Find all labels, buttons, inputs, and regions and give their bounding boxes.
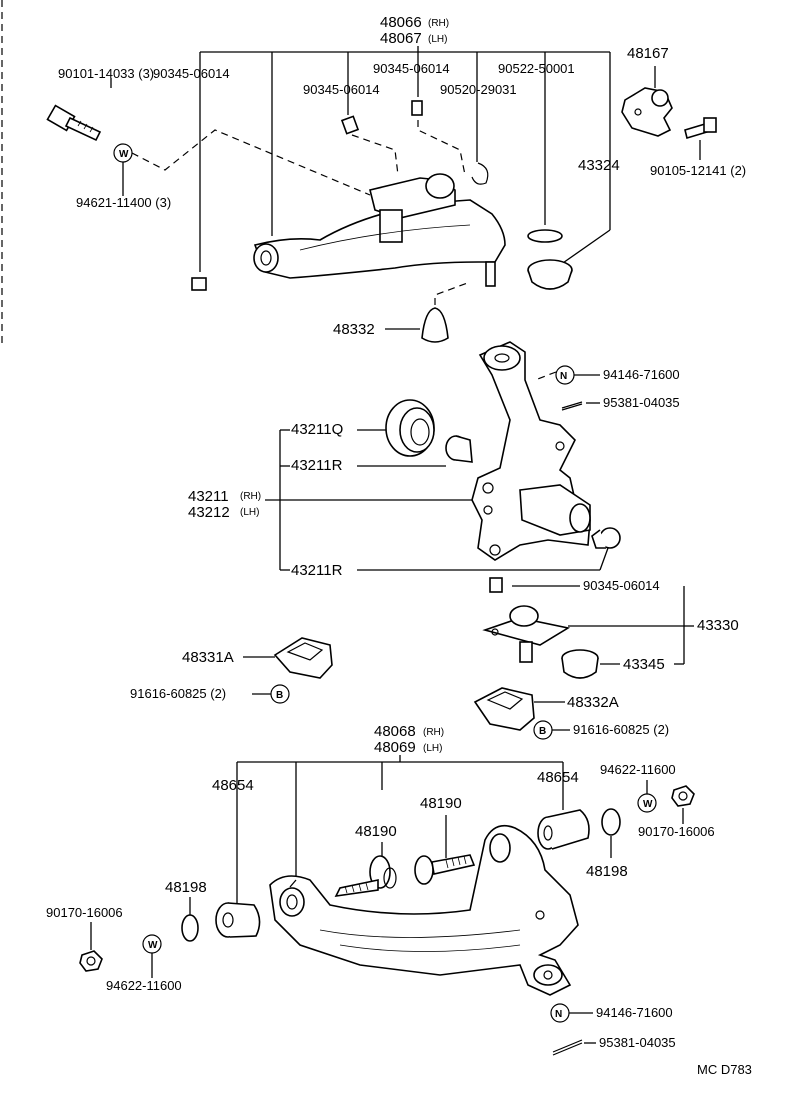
label-48190-b: 48190 [355, 823, 397, 840]
label-90345-06014-c: 90345-06014 [303, 82, 380, 97]
bushing-48654-right-icon [537, 809, 590, 850]
label-48654-a: 48654 [212, 777, 254, 794]
bolt-90345-left-icon [191, 277, 207, 291]
label-90345-06014-b: 90345-06014 [373, 61, 450, 76]
label-91616-60825-a: 91616-60825 (2) [130, 686, 226, 701]
tag-rh-48066: (RH) [428, 18, 449, 29]
label-48190-a: 48190 [420, 795, 462, 812]
upper-arm-group: 48066 (RH) 48067 (LH) 90101-14033 (3) 90… [46, 14, 746, 343]
bearing-43211R-upper-icon [445, 435, 473, 463]
cotter-pin-upper-icon [561, 401, 583, 411]
ball-joint-43330-icon [482, 605, 571, 663]
label-43212: 43212 [188, 504, 230, 521]
label-90522-50001: 90522-50001 [498, 61, 575, 76]
knuckle-group: N 94146-71600 95381-04035 43211Q 43211R … [188, 341, 680, 579]
tag-lh-48067: (LH) [428, 34, 447, 45]
label-48167: 48167 [627, 45, 669, 62]
svg-text:W: W [119, 149, 129, 160]
bracket-48167-icon [621, 87, 673, 137]
bolt-90101-icon [46, 104, 102, 142]
cam-bolt-48190-upper-icon [414, 854, 476, 885]
label-90345-06014-d: 90345-06014 [583, 578, 660, 593]
bolt-90345-top-icon [411, 100, 423, 116]
tag-rh-43211: (RH) [240, 491, 261, 502]
retainer-48331A-icon [273, 637, 333, 679]
washer-icon-lower-left: W [142, 934, 162, 954]
boot-43345-icon [561, 649, 599, 679]
nut-icon-upper: N [555, 365, 575, 385]
label-94622-11600-b: 94622-11600 [106, 978, 182, 993]
ring-90522-icon [527, 229, 563, 243]
label-94621-11400: 94621-11400 (3) [76, 195, 171, 210]
nut-90170-left-icon [79, 950, 103, 972]
retainer-48332A-icon [473, 687, 535, 731]
bolt-90345-mid-icon [340, 115, 360, 135]
svg-text:N: N [555, 1009, 562, 1020]
svg-text:B: B [276, 690, 283, 701]
label-48068: 48068 [374, 723, 416, 740]
seal-43211Q-icon [385, 399, 435, 457]
lower-arm-group: 48068 (RH) 48069 (LH) 48654 48654 94622-… [46, 723, 715, 1056]
label-48331A: 48331A [182, 649, 234, 666]
washer-icon-lower-right: W [637, 793, 657, 813]
bushing-48654-left-icon [215, 902, 261, 938]
label-48198-a: 48198 [165, 879, 207, 896]
label-48332A: 48332A [567, 694, 619, 711]
label-43211Q: 43211Q [291, 421, 343, 438]
upper-control-arm [253, 173, 506, 287]
nut-icon-lower: N [550, 1003, 570, 1023]
bumper-48332-icon [421, 307, 449, 343]
plate-48198-left-icon [181, 914, 199, 942]
label-43211R-b: 43211R [291, 562, 343, 579]
label-94146-71600-a: 94146-71600 [603, 367, 680, 382]
label-43324: 43324 [578, 157, 620, 174]
svg-text:N: N [560, 371, 567, 382]
nut-90170-right-icon [671, 785, 695, 807]
steering-knuckle [471, 341, 591, 561]
label-43211: 43211 [188, 488, 229, 505]
svg-text:B: B [539, 726, 546, 737]
plate-48198-right-icon [601, 808, 621, 836]
bolt-90345-lower-icon [489, 577, 503, 593]
svg-text:W: W [148, 940, 158, 951]
diagram-code: MC D783 [697, 1062, 752, 1077]
label-90345-06014-a: 90345-06014 [153, 66, 230, 81]
label-43345: 43345 [623, 656, 665, 673]
label-95381-04035-a: 95381-04035 [603, 395, 680, 410]
tag-lh-48069: (LH) [423, 743, 442, 754]
tag-lh-43212: (LH) [240, 507, 259, 518]
tag-rh-48068: (RH) [423, 727, 444, 738]
cotter-pin-lower-icon [552, 1039, 583, 1056]
label-95381-04035-b: 95381-04035 [599, 1035, 676, 1050]
bolt-icon-right: B [533, 720, 553, 740]
label-90101-14033: 90101-14033 (3) [58, 66, 154, 81]
label-91616-60825-b: 91616-60825 (2) [573, 722, 669, 737]
label-90170-16006-a: 90170-16006 [638, 824, 715, 839]
svg-text:W: W [643, 799, 653, 810]
label-48069: 48069 [374, 739, 416, 756]
label-48198-b: 48198 [586, 863, 628, 880]
label-94146-71600-b: 94146-71600 [596, 1005, 673, 1020]
lower-control-arm [269, 824, 579, 996]
clip-90520-icon [471, 162, 489, 185]
label-48654-b: 48654 [537, 769, 579, 786]
bearing-43211R-lower-icon [591, 527, 621, 549]
label-43330: 43330 [697, 617, 739, 634]
label-90105-12141: 90105-12141 (2) [650, 163, 746, 178]
ball-joint-group: 90345-06014 43330 43345 48331A B [130, 577, 739, 740]
bolt-90105-icon [684, 117, 717, 140]
label-90520-29031: 90520-29031 [440, 82, 517, 97]
label-94622-11600-a: 94622-11600 [600, 762, 676, 777]
label-48067: 48067 [380, 30, 422, 47]
boot-43324-icon [527, 259, 573, 290]
bolt-icon-left: B [270, 684, 290, 704]
label-48066: 48066 [380, 14, 422, 31]
label-43211R-a: 43211R [291, 457, 343, 474]
cam-bolt-48190-lower-icon [334, 855, 397, 898]
label-90170-16006-b: 90170-16006 [46, 905, 123, 920]
washer-icon-upper: W [113, 143, 133, 163]
label-48332: 48332 [333, 321, 375, 338]
